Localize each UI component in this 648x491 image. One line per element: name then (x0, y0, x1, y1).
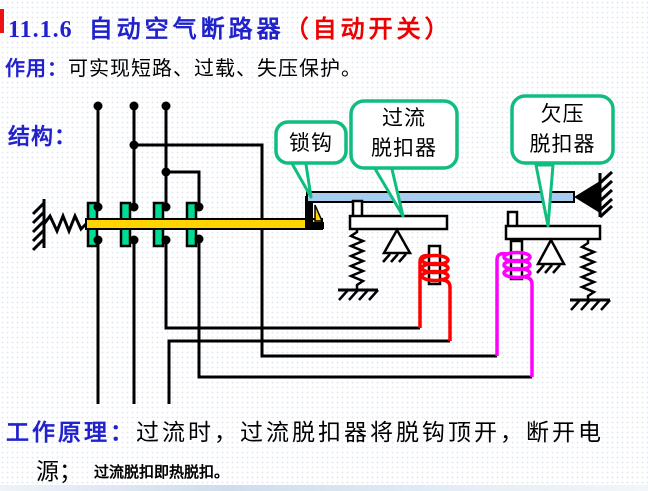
overcurrent-pivot (381, 227, 413, 255)
undervoltage-spring (578, 239, 598, 300)
callout-overcurrent-release (349, 99, 459, 218)
overcurrent-release-label-line2: 脱扣器 (371, 136, 437, 160)
function-label: 作用： (5, 58, 68, 80)
title-paren-text: （自动开关） (284, 17, 453, 43)
overcurrent-spring (347, 229, 367, 290)
overcurrent-lever (348, 214, 449, 231)
overcurrent-coil (418, 253, 452, 341)
function-text: 可实现短路、过载、失压保护。 (68, 58, 362, 80)
trip-bar (306, 191, 575, 203)
supply-wires (96, 106, 497, 358)
overcurrent-release (338, 199, 452, 341)
left-wall (31, 199, 46, 252)
undervoltage-release-label: 欠压 脱扣器 (512, 99, 613, 159)
terminal-dots (93, 101, 204, 245)
scan-edge-mark (0, 9, 4, 33)
right-wall (598, 170, 614, 219)
undervoltage-lever (504, 224, 602, 241)
main-contact-shaft (85, 218, 323, 230)
undervoltage-release-label-line2: 脱扣器 (529, 132, 596, 156)
latch-hook-label: 锁钩 (289, 131, 333, 155)
principle-line2: 源； (36, 459, 82, 484)
overcurrent-pivot-ground (382, 253, 407, 263)
load-wires (96, 239, 532, 404)
title-main-text: 自动空气断路器 (88, 17, 285, 43)
trip-bar-pivot (574, 181, 600, 213)
latch-hook (305, 196, 324, 229)
principle-text: 过流时，过流脱扣器将脱钩顶开，断开电 (136, 420, 604, 445)
undervoltage-pivot (535, 237, 567, 266)
principle-label: 工作原理： (6, 420, 136, 445)
principle-note: 过流脱扣即热脱扣。 (94, 465, 230, 481)
undervoltage-release-label-line1: 欠压 (540, 102, 585, 126)
overcurrent-tappet (351, 199, 364, 219)
callout-latch-hook (274, 120, 348, 199)
scan-bottom-strip (0, 485, 648, 491)
principle-line1: 工作原理：过流时，过流脱扣器将脱钩顶开，断开电 (6, 413, 604, 447)
undervoltage-pivot-ground (536, 264, 561, 274)
main-spring (42, 211, 88, 236)
function-line: 作用：可实现短路、过载、失压保护。 (5, 52, 362, 81)
undervoltage-release (495, 210, 611, 377)
callout-undervoltage-release (510, 94, 615, 228)
title-section-number: 11.1.6 (8, 17, 73, 43)
overcurrent-release-label-line1: 过流 (382, 106, 426, 130)
overcurrent-release-label: 过流 脱扣器 (351, 103, 457, 163)
overcurrent-spring-ground (338, 288, 379, 301)
slide-title: 11.1.6 自动空气断路器（自动开关） (8, 9, 453, 44)
undervoltage-spring-ground (570, 298, 611, 311)
undervoltage-coil (495, 250, 534, 377)
structure-label: 结构： (8, 124, 78, 149)
